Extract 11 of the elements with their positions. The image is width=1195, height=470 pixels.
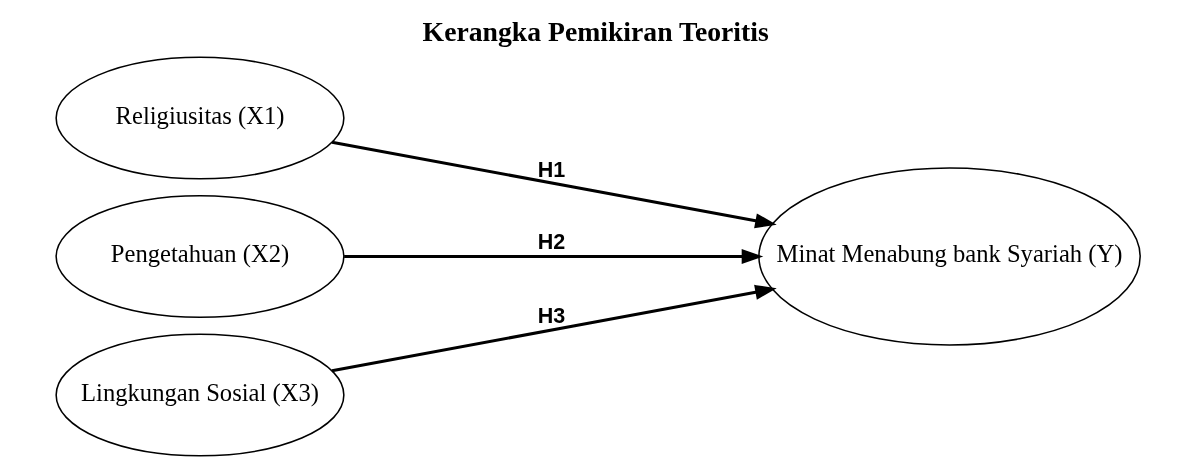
edge-label: H3 [537, 304, 565, 328]
node-ellipse: Lingkungan Sosial (X3) [54, 333, 345, 457]
arrow [331, 284, 777, 373]
node-ellipse: Minat Menabung bank Syariah (Y) [757, 167, 1141, 346]
arrow [331, 140, 777, 229]
edge-label: H2 [537, 230, 565, 255]
edge-label: H1 [537, 157, 565, 182]
node-ellipse: Religiusitas (X1) [54, 56, 345, 180]
node-ellipse: Pengetahuan (X2) [54, 195, 345, 319]
diagram-title: Kerangka Pemikiran Teoritis [422, 16, 769, 47]
arrow [343, 248, 763, 265]
